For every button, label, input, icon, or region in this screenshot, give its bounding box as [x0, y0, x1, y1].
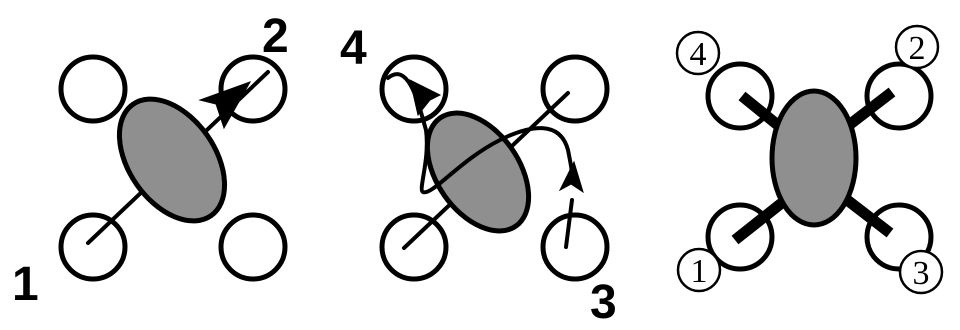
rotor-top-left: [61, 57, 125, 121]
rotor-bottom-left: [382, 215, 446, 279]
rotor-bottom-right: [543, 215, 607, 279]
label-1: 1: [12, 258, 39, 311]
label-4: 4: [340, 22, 367, 75]
label-2: 2: [909, 30, 926, 67]
rotor-top-right: [543, 57, 607, 121]
panel-1: 1 2: [12, 10, 289, 311]
panel-2: 4 3: [340, 22, 617, 329]
label-3: 3: [913, 255, 930, 292]
label-2: 2: [262, 10, 289, 63]
rotor-bottom-right: [221, 215, 285, 279]
label-4: 4: [690, 36, 707, 73]
panel-3: 4 2 1 3: [677, 26, 942, 293]
rotor-bottom-left: [61, 215, 125, 279]
label-1: 1: [691, 253, 708, 290]
rotor-top-right: [867, 64, 931, 128]
arrowhead-icon: [560, 162, 583, 192]
quadrotor-body: [772, 91, 856, 225]
label-3: 3: [590, 276, 617, 329]
